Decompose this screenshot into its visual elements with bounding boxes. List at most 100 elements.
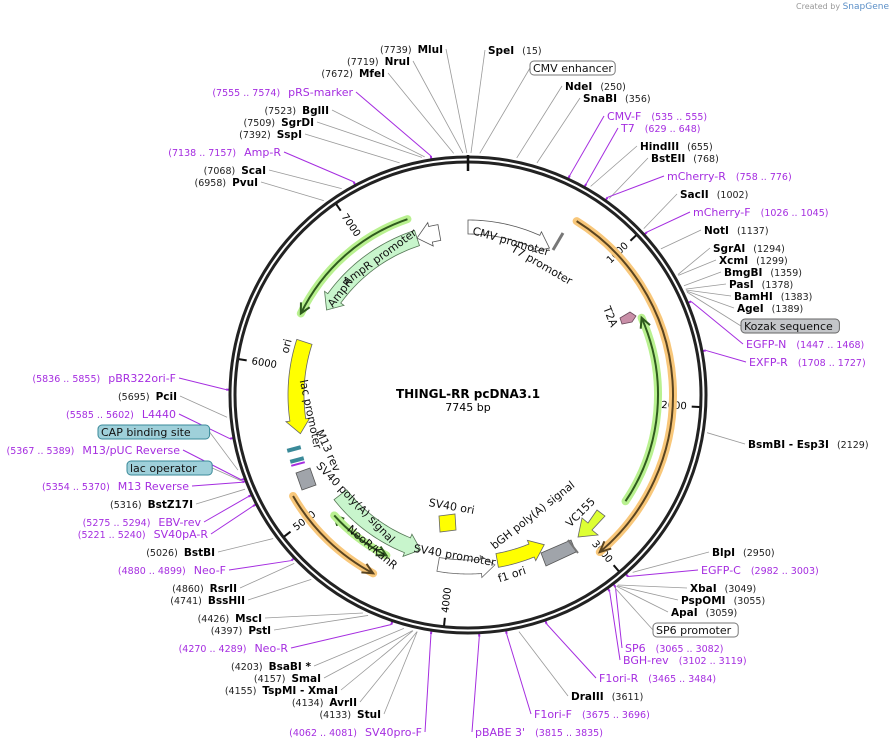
enzyme-leader-line xyxy=(632,551,710,573)
enzyme-site-label[interactable]: SgrAI(1294) xyxy=(713,243,785,255)
enzyme-site-label[interactable]: SacII(1002) xyxy=(680,189,748,201)
enzyme-site-label[interactable]: (4133)StuI xyxy=(319,709,381,721)
enzyme-site-label[interactable]: (4134)AvrII xyxy=(292,697,357,709)
enzyme-site-label[interactable]: (4860)RsrII xyxy=(172,583,237,595)
egfp-orf-arc[interactable] xyxy=(621,313,662,506)
neor-orf-arc[interactable] xyxy=(330,511,391,560)
mcherry-orf-arc[interactable] xyxy=(572,217,677,557)
sv40-promoter-arrow[interactable] xyxy=(436,554,496,579)
primer-label[interactable]: EGFP-C(2982 .. 3003) xyxy=(701,564,819,577)
t2a-feature[interactable] xyxy=(619,311,637,325)
primer-label[interactable]: T7(629 .. 648) xyxy=(620,122,700,135)
snapgene-credit: Created by SnapGene xyxy=(796,2,889,12)
boxed-feature-label[interactable]: CAP binding site xyxy=(97,424,211,440)
enzyme-site-label[interactable]: (4203)BsaBI * xyxy=(231,661,311,673)
primer-label[interactable]: (5836 .. 5855)pBR322ori-F xyxy=(32,372,176,385)
enzyme-site-label[interactable]: (7672)MfeI xyxy=(321,68,385,80)
enzyme-site-label[interactable]: (4426)MscI xyxy=(198,613,262,625)
primer-label[interactable]: (5221 .. 5240)SV40pA-R xyxy=(78,528,209,541)
enzyme-site-label[interactable]: BlpI(2950) xyxy=(712,547,775,559)
primer-range: (1708 .. 1727) xyxy=(798,358,866,369)
primer-label[interactable]: (4062 .. 4081)SV40pro-F xyxy=(289,726,422,739)
primer-label[interactable]: BGH-rev(3102 .. 3119) xyxy=(623,654,747,667)
primer-label[interactable]: (5354 .. 5370)M13 Reverse xyxy=(42,480,189,493)
primer-label[interactable]: (5367 .. 5389)M13/pUC Reverse xyxy=(7,444,181,457)
primer-label[interactable]: (4880 .. 4899)Neo-F xyxy=(118,564,226,577)
enzyme-site-label[interactable]: (5695)PciI xyxy=(118,391,177,403)
enzyme-site-label[interactable]: (4741)BssHII xyxy=(170,595,245,607)
primer-range: (1447 .. 1468) xyxy=(796,340,864,351)
enzyme-site-label[interactable]: (7509)SgrDI xyxy=(244,117,314,129)
enzyme-site-label[interactable]: (6958)PvuI xyxy=(194,177,258,189)
enzyme-site-label[interactable]: BstEII(768) xyxy=(651,153,719,165)
primer-label[interactable]: mCherry-R(758 .. 776) xyxy=(667,170,792,183)
feature-leader-line xyxy=(614,587,654,631)
primer-label[interactable]: CMV-F(535 .. 555) xyxy=(607,110,707,123)
enzyme-position: (7392) xyxy=(239,130,271,141)
sv40-polya-feature[interactable] xyxy=(295,467,317,491)
enzyme-site-label[interactable]: (7068)ScaI xyxy=(204,165,266,177)
enzyme-site-label[interactable]: AgeI(1389) xyxy=(737,303,803,315)
enzyme-site-label[interactable]: (5026)BstBI xyxy=(146,547,215,559)
vc155-feature[interactable] xyxy=(577,509,606,538)
boxed-feature-label[interactable]: CMV enhancer xyxy=(529,60,616,76)
cmv-promoter-arrow[interactable] xyxy=(467,219,551,253)
primer-label[interactable]: pBABE 3'(3815 .. 3835) xyxy=(475,726,603,739)
boxed-feature-label[interactable]: Kozak sequence xyxy=(740,318,840,334)
primer-label[interactable]: (5585 .. 5602)L4440 xyxy=(66,408,176,421)
enzyme-site-label[interactable]: PspOMI(3055) xyxy=(681,595,765,607)
enzyme-leader-line xyxy=(323,630,413,679)
enzyme-site-label[interactable]: BamHI(1383) xyxy=(734,291,812,303)
primer-leader-line xyxy=(705,349,747,363)
ampr-promoter-arrow[interactable] xyxy=(416,221,442,247)
enzyme-position: (4860) xyxy=(172,584,204,595)
boxed-feature-label[interactable]: lac operator xyxy=(126,460,213,476)
enzyme-site-label[interactable]: DraIII(3611) xyxy=(571,691,643,703)
enzyme-leader-line xyxy=(643,193,678,229)
enzyme-site-label[interactable]: (4157)SmaI xyxy=(254,673,321,685)
enzyme-site-label[interactable]: (7392)SspI xyxy=(239,129,302,141)
lac-operator-mark[interactable] xyxy=(289,456,305,464)
enzyme-site-label[interactable]: (7719)NruI xyxy=(347,56,410,68)
enzyme-site-label[interactable]: BmgBI(1359) xyxy=(724,267,802,279)
enzyme-site-label[interactable]: HindIII(655) xyxy=(640,141,713,153)
cap-binding-site-mark[interactable] xyxy=(286,445,302,453)
enzyme-site-label[interactable]: XbaI(3049) xyxy=(690,583,756,595)
primer-label[interactable]: mCherry-F(1026 .. 1045) xyxy=(693,206,828,219)
enzyme-site-label[interactable]: BsmBI - Esp3I(2129) xyxy=(748,439,869,451)
neor-kanr-arrow[interactable] xyxy=(333,489,422,558)
boxed-feature-label[interactable]: SP6 promoter xyxy=(652,622,739,638)
primer-label[interactable]: (4270 .. 4289)Neo-R xyxy=(179,642,289,655)
orange-orf-arc-left[interactable] xyxy=(289,492,378,578)
enzyme-site-label[interactable]: ApaI(3059) xyxy=(671,607,737,619)
primer-label[interactable]: F1ori-R(3465 .. 3484) xyxy=(599,672,716,685)
enzyme-site-label[interactable]: (5316)BstZ17I xyxy=(110,499,193,511)
primer-label[interactable]: (7555 .. 7574)pRS-marker xyxy=(212,86,353,99)
enzyme-site-label[interactable]: NotI(1137) xyxy=(704,225,769,237)
enzyme-leader-line xyxy=(260,181,324,202)
enzyme-site-label[interactable]: PasI(1378) xyxy=(729,279,793,291)
enzyme-site-label[interactable]: (7739)MluI xyxy=(380,44,443,56)
enzyme-site-label[interactable]: (7523)BglII xyxy=(264,105,329,117)
enzyme-site-label[interactable]: (4397)PstI xyxy=(211,625,271,637)
ori-arrow[interactable] xyxy=(284,338,313,435)
primer-label[interactable]: F1ori-F(3675 .. 3696) xyxy=(534,708,650,721)
primer-label[interactable]: (5275 .. 5294)EBV-rev xyxy=(83,516,202,529)
primer-label[interactable]: SP6(3065 .. 3082) xyxy=(625,642,723,655)
m13-rev-mark[interactable] xyxy=(290,461,306,467)
enzyme-site-label[interactable]: NdeI(250) xyxy=(565,81,626,93)
sv40-ori-feature[interactable] xyxy=(438,513,457,533)
enzyme-site-label[interactable]: XcmI(1299) xyxy=(719,255,788,267)
enzyme-site-label[interactable]: SpeI(15) xyxy=(488,45,542,57)
enzyme-site-label[interactable]: SnaBI(356) xyxy=(583,93,651,105)
enzyme-leader-line xyxy=(677,247,711,275)
boxed-feature-name: SP6 promoter xyxy=(656,624,732,637)
primer-name: EXFP-R xyxy=(749,356,788,369)
enzyme-site-label[interactable]: (4155)TspMI - XmaI xyxy=(225,685,338,697)
primer-label[interactable]: EXFP-R (1708 .. 1727) xyxy=(749,356,866,369)
primer-label[interactable]: EGFP-N(1447 .. 1468) xyxy=(746,338,864,351)
ampr-orf-arc[interactable] xyxy=(296,215,412,318)
primer-label[interactable]: (7138 .. 7157)Amp-R xyxy=(168,146,281,159)
enzyme-name: XbaI xyxy=(690,583,717,595)
f1-ori-arrow[interactable] xyxy=(495,539,545,568)
